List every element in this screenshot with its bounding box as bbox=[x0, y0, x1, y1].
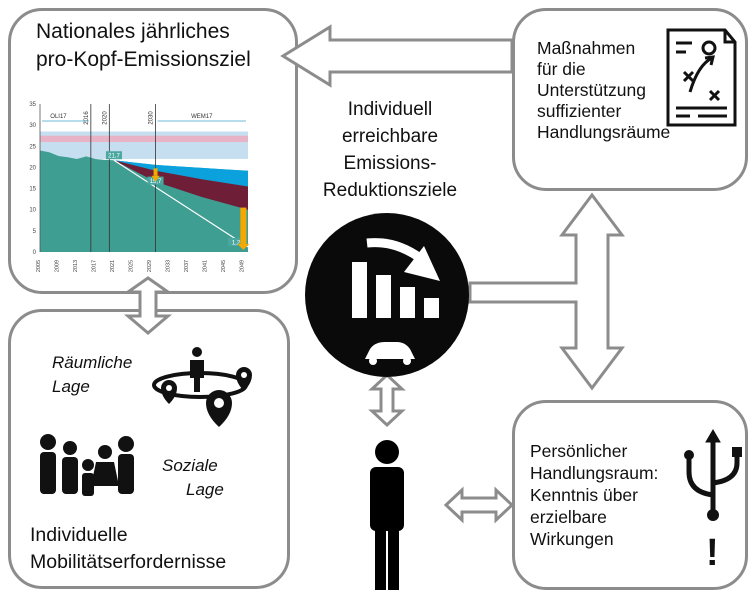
person-icon bbox=[370, 440, 404, 590]
arrow-vertical-left bbox=[123, 276, 173, 335]
center-line: Reduktionsziele bbox=[322, 180, 458, 201]
location-pins-icon bbox=[152, 347, 252, 427]
measures-line: suffizienter bbox=[537, 101, 622, 121]
mobility-title-1: Individuelle bbox=[30, 524, 128, 546]
spatial-label-1: Räumliche bbox=[52, 353, 133, 372]
emission-reduction-icon bbox=[305, 213, 469, 377]
exclamation-icon: ! bbox=[706, 532, 719, 574]
national-target-title-1: Nationales jährliches bbox=[36, 20, 230, 43]
connector-right bbox=[468, 192, 625, 391]
personal-line: Wirkungen bbox=[530, 529, 614, 549]
arrow-vertical-person bbox=[368, 372, 406, 428]
personal-line: Persönlicher bbox=[530, 441, 628, 461]
strategy-document-icon bbox=[666, 28, 737, 127]
measures-text: Maßnahmen für die Unterstützung suffizie… bbox=[537, 38, 670, 143]
arrow-horizontal-person bbox=[443, 486, 515, 524]
arrow-left-top bbox=[280, 24, 514, 88]
personal-text: Persönlicher Handlungsraum: Kenntnis übe… bbox=[530, 440, 658, 550]
national-target-title-2: pro-Kopf-Emissionsziel bbox=[36, 48, 251, 71]
personal-line: Kenntnis über bbox=[530, 485, 638, 505]
family-icon bbox=[40, 434, 134, 496]
measures-line: Unterstützung bbox=[537, 80, 646, 100]
center-line: Individuell bbox=[347, 99, 433, 120]
measures-line: Handlungsräume bbox=[537, 122, 671, 142]
center-line: Emissions- bbox=[343, 153, 437, 174]
social-label-1: Soziale bbox=[162, 456, 218, 475]
connection-symbol-icon bbox=[684, 429, 742, 521]
spatial-label-2: Lage bbox=[52, 377, 90, 396]
mobility-title-2: Mobilitätserfordernisse bbox=[30, 551, 227, 573]
center-line: erreichbare bbox=[341, 126, 439, 147]
mobility-box bbox=[8, 309, 290, 589]
center-label: Individuell erreichbare Emissions- Reduk… bbox=[310, 96, 470, 204]
measures-line: Maßnahmen bbox=[537, 38, 636, 58]
measures-line: für die bbox=[537, 59, 586, 79]
measures-box bbox=[512, 8, 748, 191]
personal-line: Handlungsraum: bbox=[530, 463, 659, 483]
social-label-2: Lage bbox=[186, 480, 224, 499]
personal-line: erzielbare bbox=[530, 507, 607, 527]
